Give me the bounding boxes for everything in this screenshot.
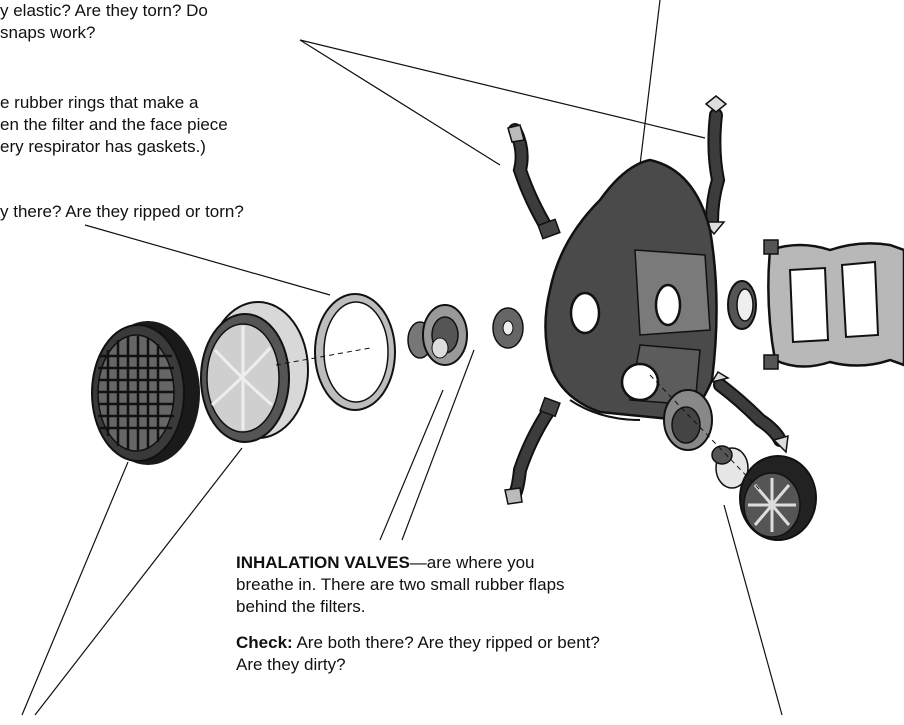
inhalation-line1-rest: —are where you <box>410 553 535 572</box>
exhalation-valve-icon <box>728 281 756 329</box>
inhalation-check-label: Check: <box>236 633 293 652</box>
gasket-desc-line1: e rubber rings that make a <box>0 92 198 114</box>
inhalation-heading: INHALATION VALVES <box>236 553 410 572</box>
inhalation-check-line2: Are they dirty? <box>236 654 346 676</box>
particulate-filter-icon <box>201 302 308 442</box>
face-piece-icon <box>545 160 716 420</box>
strap-check-line2: snaps work? <box>0 22 95 44</box>
gasket-check: y there? Are they ripped or torn? <box>0 201 244 223</box>
gasket-desc-line2: en the filter and the face piece <box>0 114 228 136</box>
inhalation-check-line1: Check: Are both there? Are they ripped o… <box>236 632 600 654</box>
inhalation-check-rest: Are both there? Are they ripped or bent? <box>293 633 600 652</box>
strap-check-line1: y elastic? Are they torn? Do <box>0 0 208 22</box>
filter-cover-icon <box>92 321 200 465</box>
gasket-desc-line3: ery respirator has gaskets.) <box>0 136 206 158</box>
harness-icon <box>764 240 904 369</box>
inhalation-line3: behind the filters. <box>236 596 365 618</box>
inhalation-valve-icon <box>408 305 523 365</box>
inhalation-line1: INHALATION VALVES—are where you <box>236 552 535 574</box>
inhalation-line2: breathe in. There are two small rubber f… <box>236 574 565 596</box>
